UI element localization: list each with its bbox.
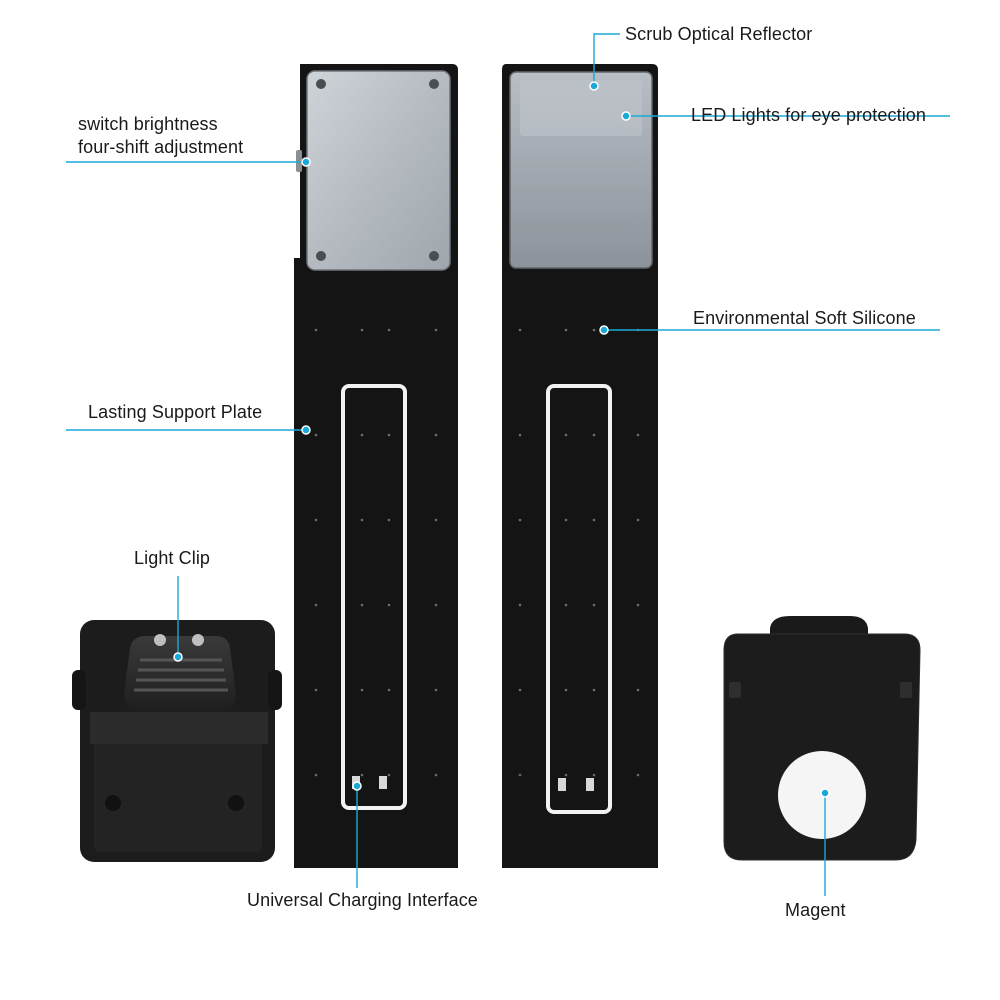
magnet-plate-body xyxy=(723,633,921,861)
silicone-dot xyxy=(564,328,568,332)
label-switch-brightness-line2: four-shift adjustment xyxy=(78,137,244,157)
light-clip-lever xyxy=(124,636,236,712)
silicone-dot xyxy=(387,328,391,332)
silicone-dot xyxy=(636,433,640,437)
light-clip-hinge xyxy=(268,670,282,710)
silicone-dot xyxy=(387,433,391,437)
left-lamp-slot-cutout xyxy=(352,392,396,780)
silicone-dot xyxy=(314,328,318,332)
light-clip-hinge xyxy=(72,670,86,710)
silicone-dot xyxy=(314,433,318,437)
silicone-dot xyxy=(360,688,364,692)
clip-pin-icon xyxy=(192,634,204,646)
left-lamp-slot xyxy=(341,384,407,810)
left-lamp-side-switch xyxy=(296,150,302,172)
silicone-dot xyxy=(518,328,522,332)
charging-port-icon xyxy=(379,776,387,789)
label-charging: Universal Charging Interface xyxy=(247,890,478,910)
callout-dot xyxy=(621,111,631,121)
silicone-dot xyxy=(636,518,640,522)
silicone-dot xyxy=(518,773,522,777)
silicone-dot xyxy=(387,518,391,522)
light-clip-jaw xyxy=(90,712,268,744)
label-magnet: Magent xyxy=(785,900,846,920)
callout-lines xyxy=(66,33,950,896)
silicone-dot xyxy=(518,433,522,437)
screw-icon xyxy=(316,79,326,89)
silicone-dot xyxy=(434,603,438,607)
screw-icon xyxy=(429,251,439,261)
silicone-dot xyxy=(360,603,364,607)
clip-hole-icon xyxy=(105,795,121,811)
callout-dot xyxy=(301,157,311,167)
silicone-dot xyxy=(592,328,596,332)
callout-dot xyxy=(173,652,183,662)
silicone-dot xyxy=(592,518,596,522)
silicone-dot xyxy=(592,688,596,692)
silicone-dot xyxy=(434,688,438,692)
silicone-dot xyxy=(592,433,596,437)
charging-port-icon xyxy=(586,778,594,791)
silicone-dot xyxy=(434,773,438,777)
silicone-dot xyxy=(564,688,568,692)
silicone-dot xyxy=(592,603,596,607)
silicone-dot xyxy=(360,773,364,777)
silicone-dot xyxy=(387,688,391,692)
silicone-dot xyxy=(314,518,318,522)
silicone-dot xyxy=(360,328,364,332)
light-clip-base-inner xyxy=(94,740,262,852)
silicone-dot xyxy=(564,518,568,522)
screw-icon xyxy=(429,79,439,89)
callout-dot xyxy=(820,788,830,798)
right-lamp-slot-cutout xyxy=(557,392,601,784)
callout-dot xyxy=(301,425,311,435)
label-switch-brightness-line1: switch brightness xyxy=(78,114,218,134)
right-lamp xyxy=(502,64,658,868)
silicone-dot xyxy=(518,518,522,522)
silicone-dot xyxy=(636,773,640,777)
silicone-dot xyxy=(636,688,640,692)
silicone-dot xyxy=(360,433,364,437)
callout-scrub-reflector xyxy=(593,33,620,86)
label-scrub-reflector: Scrub Optical Reflector xyxy=(625,24,813,44)
silicone-dot xyxy=(518,603,522,607)
callout-dot xyxy=(589,81,599,91)
silicone-dot xyxy=(387,603,391,607)
left-lamp xyxy=(294,64,458,868)
label-support-plate: Lasting Support Plate xyxy=(88,402,263,422)
magnet-plate-latch xyxy=(729,682,741,698)
silicone-dot xyxy=(636,603,640,607)
right-lamp-reflector-strip xyxy=(520,80,642,136)
charging-port-icon xyxy=(558,778,566,791)
silicone-dot xyxy=(387,773,391,777)
callout-dot xyxy=(599,325,609,335)
silicone-dot xyxy=(592,773,596,777)
silicone-dot xyxy=(434,433,438,437)
callout-dot xyxy=(352,781,362,791)
right-lamp-slot xyxy=(546,384,612,814)
silicone-dot xyxy=(564,433,568,437)
silicone-dot xyxy=(360,518,364,522)
clip-hole-icon xyxy=(228,795,244,811)
silicone-dot xyxy=(518,688,522,692)
label-silicone: Environmental Soft Silicone xyxy=(693,308,916,328)
left-lamp-head-panel xyxy=(306,70,451,271)
magnet-plate xyxy=(723,616,921,861)
clip-pin-icon xyxy=(154,634,166,646)
label-light-clip: Light Clip xyxy=(134,548,211,568)
silicone-dot xyxy=(314,688,318,692)
silicone-dot xyxy=(434,328,438,332)
silicone-dot xyxy=(564,773,568,777)
silicone-dot xyxy=(314,773,318,777)
silicone-dot xyxy=(564,603,568,607)
silicone-dot xyxy=(434,518,438,522)
magnet-plate-latch xyxy=(900,682,912,698)
label-led-lights: LED Lights for eye protection xyxy=(691,105,927,125)
screw-icon xyxy=(316,251,326,261)
silicone-dot xyxy=(314,603,318,607)
